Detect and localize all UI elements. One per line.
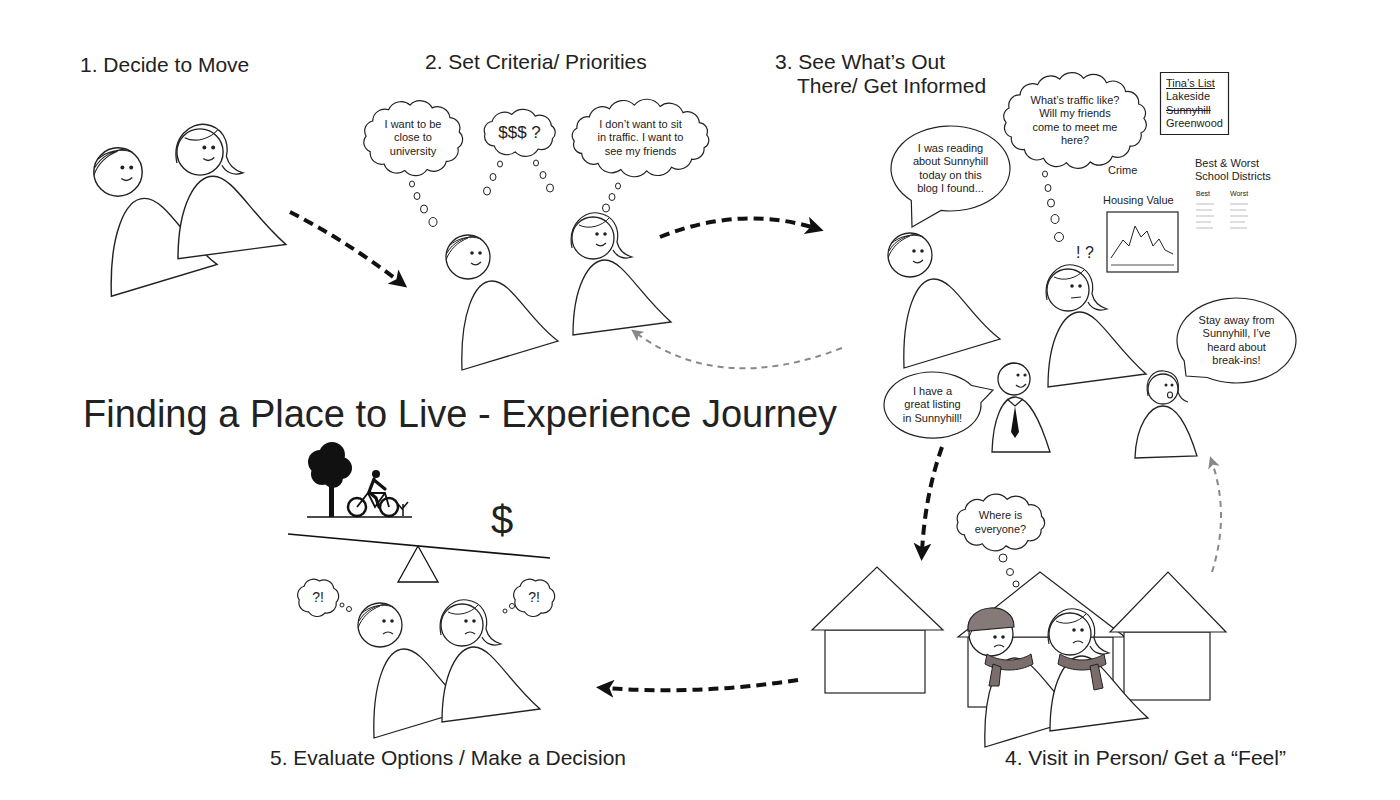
list-box-path bbox=[1161, 73, 1229, 135]
stage-heading: 2. Set Criteria/ Priorities bbox=[425, 50, 647, 74]
exclamation-mark: ! ? bbox=[1076, 244, 1094, 262]
column-label: Best bbox=[1196, 190, 1210, 198]
thought-cloud: Where is everyone? bbox=[958, 499, 1043, 546]
bubble-text: ?! bbox=[528, 589, 540, 606]
return-arrow bbox=[636, 333, 842, 368]
bubble-text: $$$ ? bbox=[498, 123, 541, 143]
thought-cloud-path bbox=[572, 99, 709, 177]
thought-dots bbox=[410, 160, 621, 227]
speech-bubble: Stay away from Sunnyhill, I’ve heard abo… bbox=[1177, 298, 1296, 383]
speech-bubble-path bbox=[891, 126, 1010, 227]
thought-cloud: ?! bbox=[299, 581, 337, 614]
bubble-text: I was reading about Sunnyhill today on t… bbox=[912, 142, 990, 195]
stage-heading: 5. Evaluate Options / Make a Decision bbox=[270, 746, 626, 770]
thought-cloud: What’s traffic like? Will my friends com… bbox=[1006, 78, 1144, 163]
bubble-text: Stay away from Sunnyhill, I’ve heard abo… bbox=[1198, 314, 1276, 367]
thought-cloud-path bbox=[1004, 73, 1147, 169]
info-label: Crime bbox=[1108, 164, 1137, 177]
flow-arrow bbox=[605, 680, 798, 690]
bubble-text: I want to be close to university bbox=[383, 118, 443, 158]
nature-cycling-icon bbox=[307, 442, 412, 517]
bubble-text: What’s traffic like? Will my friends com… bbox=[1030, 94, 1121, 147]
speech-bubble: I was reading about Sunnyhill today on t… bbox=[891, 126, 1010, 211]
flow-arrow bbox=[290, 212, 400, 282]
couple-figures bbox=[94, 124, 286, 296]
thought-cloud-path bbox=[514, 579, 555, 616]
stage-heading: 4. Visit in Person/ Get a “Feel” bbox=[1005, 746, 1286, 770]
list-item: Tina’s List bbox=[1166, 77, 1215, 90]
dollar-sign: $ bbox=[491, 500, 513, 540]
list-item: Greenwood bbox=[1166, 117, 1223, 130]
thought-cloud-path bbox=[957, 494, 1045, 551]
neighbour-figure bbox=[1135, 371, 1197, 458]
chart-title: Housing Value bbox=[1103, 194, 1174, 207]
bubble-text: ?! bbox=[312, 589, 324, 606]
thought-cloud-path bbox=[484, 109, 555, 156]
list-item: Lakeside bbox=[1166, 90, 1210, 103]
balance-scale bbox=[288, 534, 550, 582]
speech-bubble-path bbox=[1177, 298, 1296, 383]
speech-bubble: I have a great listing in Sunnyhill! bbox=[884, 372, 981, 438]
thought-cloud-path bbox=[298, 579, 339, 616]
column-label: Worst bbox=[1230, 190, 1248, 198]
thought-cloud: I want to be close to university bbox=[366, 105, 460, 171]
thought-cloud: ?! bbox=[515, 581, 553, 614]
bubble-text: I don’t want to sit in traffic. I want t… bbox=[597, 118, 685, 158]
diagram-title: Finding a Place to Live - Experience Jou… bbox=[83, 393, 837, 437]
list-item: Sunnyhill bbox=[1166, 104, 1211, 117]
bubble-text: I have a great listing in Sunnyhill! bbox=[902, 385, 964, 425]
thought-cloud: I don’t want to sit in traffic. I want t… bbox=[574, 105, 707, 171]
return-arrow bbox=[1212, 462, 1221, 572]
thought-cloud-path bbox=[364, 101, 463, 176]
flow-arrow bbox=[660, 218, 815, 237]
thought-cloud: $$$ ? bbox=[485, 114, 554, 152]
couple-figures bbox=[446, 213, 671, 370]
stage-heading: 3. See What’s Out There/ Get Informed bbox=[775, 50, 997, 98]
flow-arrow bbox=[922, 447, 942, 552]
bubble-text: Where is everyone? bbox=[974, 509, 1028, 535]
housing-value-chart bbox=[1107, 212, 1178, 272]
couple-figures bbox=[968, 608, 1148, 747]
thought-dots bbox=[1043, 171, 1064, 242]
stage-heading: 1. Decide to Move bbox=[80, 53, 249, 77]
thought-dots bbox=[999, 554, 1019, 587]
speech-bubble-path bbox=[884, 372, 993, 438]
school-table-lines bbox=[1196, 204, 1248, 228]
couple-figures bbox=[358, 600, 540, 738]
info-label: Best & Worst School Districts bbox=[1195, 157, 1277, 182]
list-box: Tina’s ListLakesideSunnyhillGreenwood bbox=[1160, 72, 1229, 135]
realtor-figure bbox=[992, 363, 1050, 452]
